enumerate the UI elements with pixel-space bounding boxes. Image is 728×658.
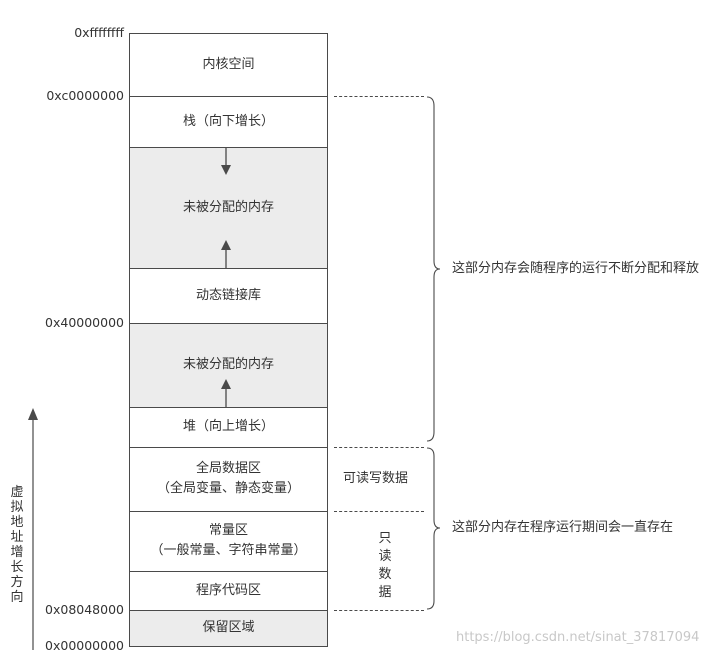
address-growth-label: 虚拟地址增长方向 <box>10 485 24 605</box>
boundary-bottom <box>129 646 328 647</box>
dash-kernel <box>334 96 424 97</box>
read-only-label: 只读数据 <box>378 531 392 600</box>
address-top: 0xffffffff <box>74 25 124 40</box>
static-region-note: 这部分内存在程序运行期间会一直存在 <box>452 520 674 535</box>
const-segment: 常量区 （一般常量、字符串常量） <box>129 511 328 571</box>
static-region-brace <box>426 447 441 610</box>
dynamic-region-brace <box>426 96 441 442</box>
address-mmap-base: 0x40000000 <box>45 315 124 330</box>
boundary-heap-top <box>129 407 328 408</box>
unallocated-lower-segment: 未被分配的内存 <box>129 323 328 407</box>
read-write-label: 可读写数据 <box>343 471 409 486</box>
address-bottom: 0x00000000 <box>45 638 124 653</box>
unallocated-upper-arrow <box>221 240 231 268</box>
address-code-start: 0x08048000 <box>45 602 124 617</box>
watermark: https://blog.csdn.net/sinat_37817094 <box>456 630 700 645</box>
stack-growth-arrow <box>221 147 231 175</box>
code-label: 程序代码区 <box>195 582 261 598</box>
heap-label: 堆（向上增长） <box>182 419 274 434</box>
address-kernel-base: 0xc0000000 <box>46 88 124 103</box>
stack-segment: 栈（向下增长） <box>129 96 328 147</box>
boundary-mmap <box>129 323 328 324</box>
heap-segment: 堆（向上增长） <box>129 407 328 447</box>
unallocated-upper-label: 未被分配的内存 <box>182 199 274 215</box>
global-data-segment: 全局数据区 （全局变量、静态变量） <box>129 447 328 511</box>
boundary-code <box>129 610 328 611</box>
heap-growth-arrow <box>221 379 231 407</box>
global-data-label: 全局数据区 <box>195 461 261 476</box>
boundary-global <box>129 511 328 512</box>
address-growth-arrow <box>28 408 38 650</box>
reserved-label: 保留区域 <box>202 620 255 635</box>
reserved-segment: 保留区域 <box>129 610 328 646</box>
boundary-top <box>129 33 328 34</box>
dynamic-region-note: 这部分内存会随程序的运行不断分配和释放 <box>452 261 700 276</box>
boundary-heap-bottom <box>129 447 328 448</box>
boundary-stack <box>129 147 328 148</box>
shared-libs-segment: 动态链接库 <box>129 268 328 323</box>
const-label: 常量区 <box>208 523 248 538</box>
shared-libs-label: 动态链接库 <box>195 287 261 303</box>
boundary-kernel <box>129 96 328 97</box>
dash-heap-bottom <box>334 447 424 448</box>
kernel-space-label: 内核空间 <box>202 56 255 72</box>
boundary-shared-top <box>129 268 328 269</box>
code-segment: 程序代码区 <box>129 571 328 610</box>
const-sublabel: （一般常量、字符串常量） <box>150 543 307 558</box>
boundary-const <box>129 571 328 572</box>
kernel-space-segment: 内核空间 <box>129 33 328 96</box>
global-data-sublabel: （全局变量、静态变量） <box>156 481 300 496</box>
stack-label: 栈（向下增长） <box>182 113 274 129</box>
dash-readonly-split <box>334 511 424 512</box>
dash-code <box>334 610 424 611</box>
unallocated-lower-label: 未被分配的内存 <box>182 357 274 372</box>
